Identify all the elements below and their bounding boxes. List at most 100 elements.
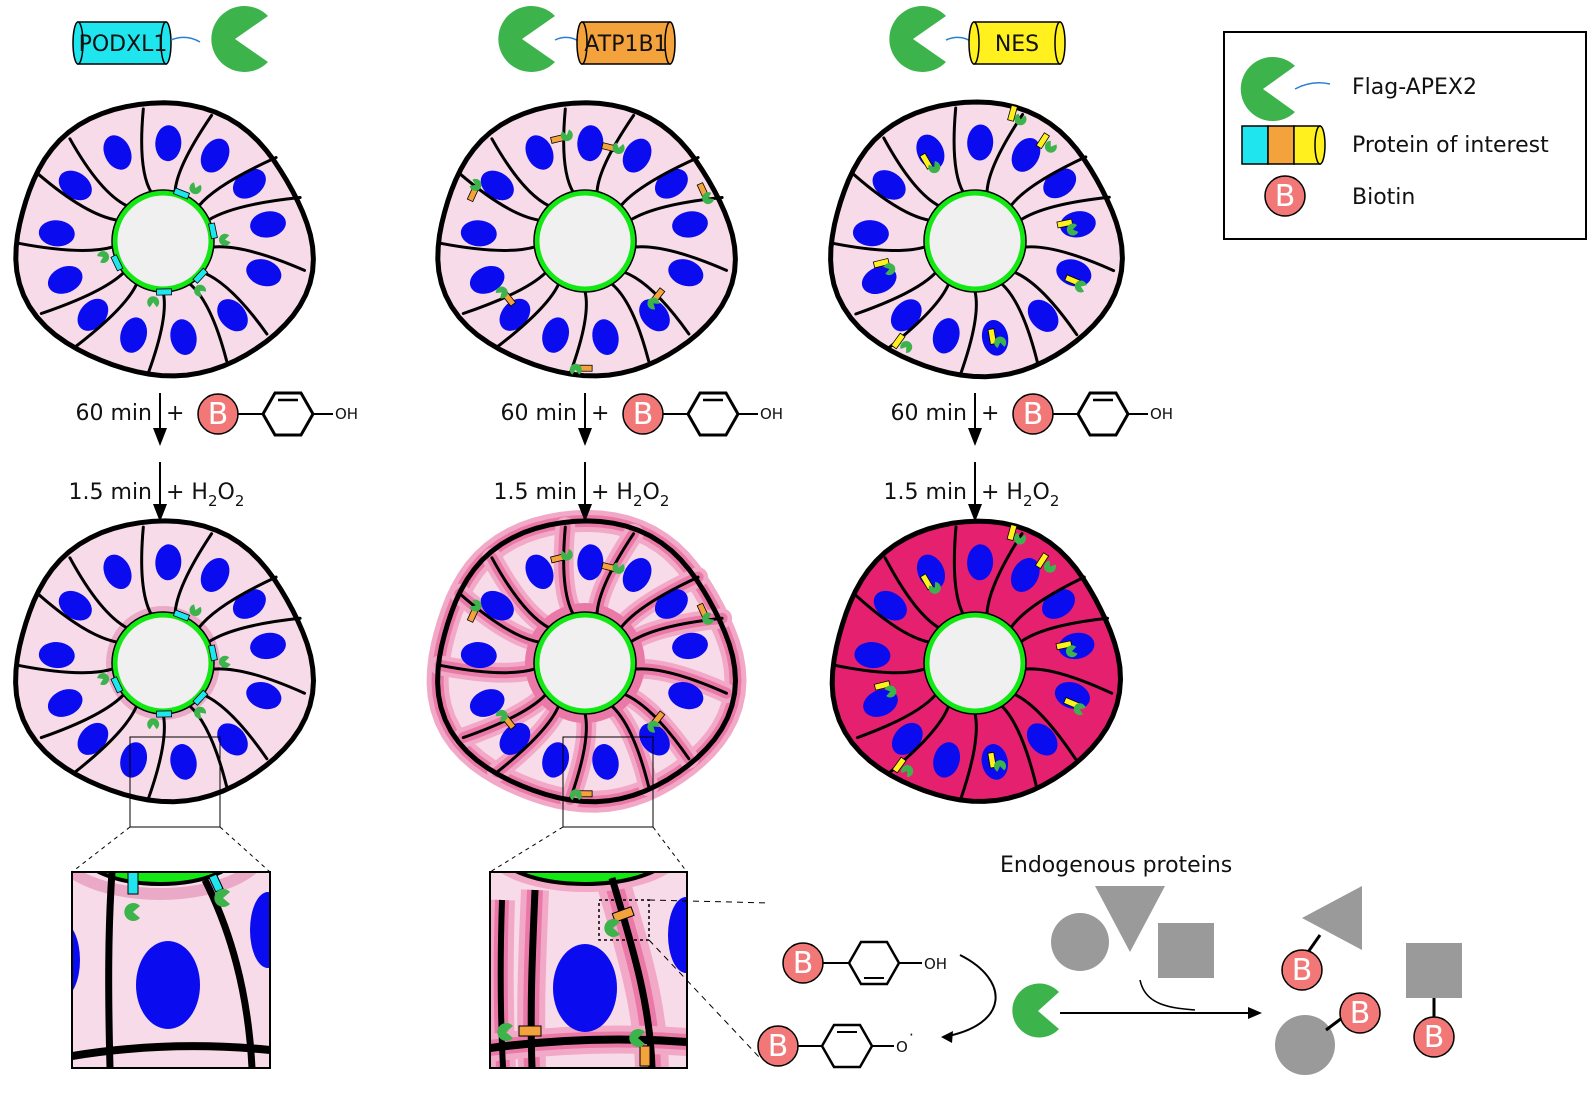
biotin-legend-icon: B — [1264, 175, 1306, 217]
apex2-enzyme-icon — [211, 5, 268, 73]
basal-membrane — [435, 518, 739, 805]
nucleus — [38, 642, 75, 669]
fusion-header-atp1b1: ATP1B1 — [498, 6, 676, 73]
apex2-enzyme-icon — [218, 233, 231, 246]
apex2-enzyme-icon — [1013, 532, 1026, 545]
apex2-enzyme-icon — [147, 718, 160, 730]
nucleus — [873, 590, 907, 621]
apex2-enzyme-icon — [194, 706, 207, 719]
organoid — [13, 100, 316, 379]
organoid — [13, 518, 317, 805]
h2o2-label: + H2O2 — [981, 480, 1059, 510]
biotin-phenol: B OH — [782, 940, 947, 986]
step2-time-label: 1.5 min — [69, 480, 152, 505]
step1-time-label: 60 min — [501, 401, 577, 426]
nucleus — [77, 298, 109, 331]
lumen — [112, 612, 214, 714]
apex2-enzyme-icon — [702, 192, 715, 205]
legend: Flag-APEX2 Protein of interest B Biotin — [1223, 31, 1587, 240]
protein-label-nes: NES — [995, 32, 1039, 57]
step2-time-label: 1.5 min — [494, 480, 577, 505]
nucleus — [250, 211, 286, 238]
lumen — [924, 612, 1026, 714]
tagged-protein — [156, 288, 173, 296]
tagged-protein — [208, 222, 218, 240]
apex2-enzyme-icon — [495, 709, 508, 722]
apex2-enzyme-icon — [495, 286, 508, 299]
nucleus — [120, 742, 148, 778]
nucleus — [891, 722, 923, 755]
nucleus — [639, 723, 670, 756]
nucleus — [525, 554, 554, 589]
nucleus — [525, 135, 554, 170]
tagged-protein — [1034, 552, 1050, 570]
apex2-enzyme-icon — [189, 182, 202, 195]
apex2-enzyme-icon — [194, 284, 207, 297]
fusion-header-nes: NES — [889, 6, 1066, 73]
apex2-enzyme-icon — [901, 765, 914, 778]
nucleus — [933, 742, 961, 778]
apex2-enzyme-icon — [883, 263, 896, 276]
hydroxyl-label: OH — [760, 405, 783, 423]
svg-text:B: B — [1292, 953, 1313, 988]
tagged-protein — [890, 332, 906, 350]
nucleus — [577, 544, 604, 581]
apex2-enzyme-icon — [498, 6, 555, 73]
nucleus — [967, 124, 994, 161]
svg-text:B: B — [1350, 996, 1371, 1031]
apex2-enzyme-icon — [469, 599, 482, 612]
svg-text:OH: OH — [924, 955, 947, 973]
biotin-phenoxyl-radical: B O · — [757, 1023, 914, 1069]
apex2-enzyme-icon — [612, 142, 625, 155]
tagged-protein — [1007, 104, 1018, 122]
apex2-enzyme-icon — [647, 720, 660, 733]
tagged-protein — [1035, 132, 1050, 150]
apex2-enzyme-icon — [218, 655, 231, 668]
nucleus — [77, 722, 109, 755]
organoid — [426, 509, 747, 813]
basal-membrane — [828, 99, 1125, 380]
protein-legend-icon — [1241, 125, 1326, 165]
apex2-enzyme-icon — [1073, 703, 1086, 716]
apex2-enzyme-icon — [702, 612, 715, 625]
tagged-protein — [987, 328, 997, 345]
apex2-enzyme-icon — [97, 673, 110, 686]
apex2-legend-icon — [1240, 57, 1295, 121]
svg-text:B: B — [208, 397, 229, 432]
reaction-scheme: Endogenous proteins B OH B O · — [757, 853, 1462, 1075]
biotinylated-proteins: B B B — [1275, 886, 1462, 1075]
organoids — [13, 99, 1125, 813]
nucleus — [460, 642, 497, 669]
apex2-enzyme-icon — [900, 340, 913, 353]
nucleus — [469, 689, 505, 717]
nucleus — [155, 125, 182, 162]
nucleus — [890, 299, 922, 332]
apex2-enzyme-icon — [884, 685, 897, 698]
nucleus — [103, 135, 132, 170]
nucleus — [480, 590, 514, 621]
tagged-protein — [192, 689, 209, 706]
apex2-enzyme-icon — [469, 178, 482, 191]
svg-text:B: B — [1424, 1020, 1445, 1055]
zoom-inset-atp1b1 — [489, 871, 771, 1069]
basal-membrane — [829, 518, 1124, 804]
tagged-protein — [891, 756, 907, 774]
nucleus — [1010, 558, 1040, 592]
nucleus — [672, 211, 708, 238]
apex2-enzyme-icon — [569, 789, 582, 801]
nucleus — [120, 317, 148, 353]
nucleus — [499, 722, 531, 755]
svg-text:B: B — [1275, 179, 1296, 214]
lumen — [112, 190, 214, 292]
nucleus — [200, 558, 230, 592]
tagged-protein — [172, 609, 191, 622]
svg-text:O: O — [896, 1038, 908, 1056]
nucleus — [854, 642, 891, 669]
endogenous-proteins-label: Endogenous proteins — [1000, 853, 1232, 878]
svg-text:B: B — [1023, 397, 1044, 432]
nucleus — [622, 138, 652, 173]
